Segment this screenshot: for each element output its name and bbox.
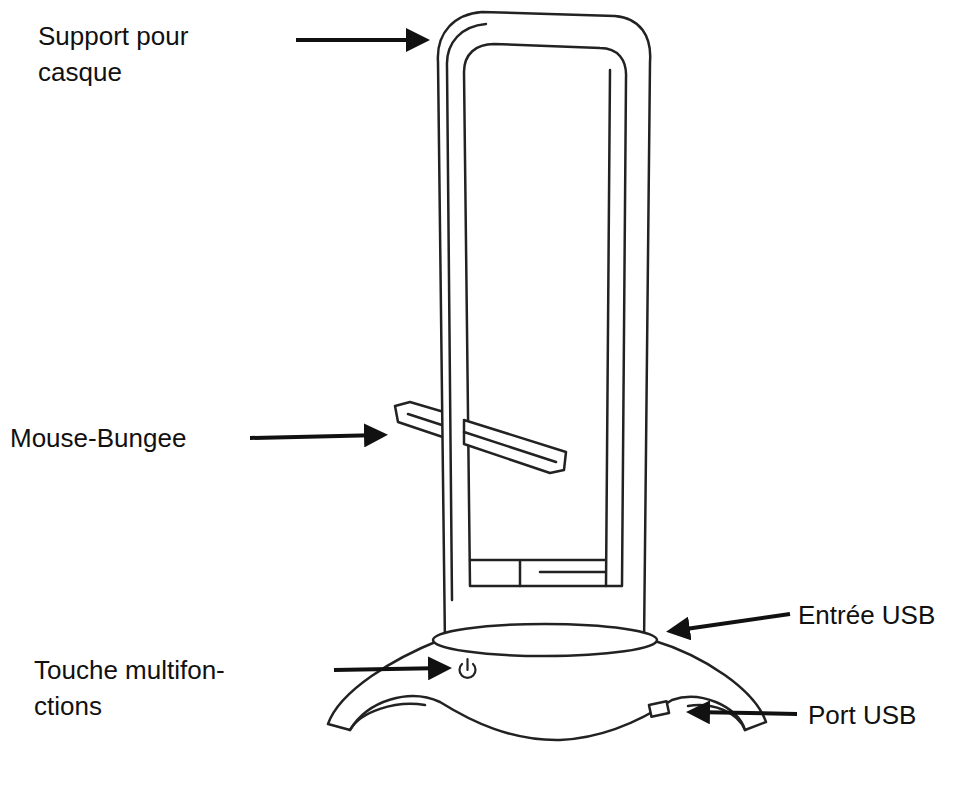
headphone-hanger	[438, 12, 650, 645]
base-foot-left	[350, 704, 425, 730]
usb-port	[649, 701, 669, 716]
part-label: Entrée USB	[798, 597, 935, 633]
opening-inner-wall	[470, 70, 610, 586]
mouse-bungee-groove-front	[464, 432, 556, 462]
leader-arrow	[692, 712, 797, 714]
part-label: Mouse-Bungee	[10, 420, 186, 456]
base-ring	[433, 624, 657, 656]
part-label: Port USB	[808, 697, 916, 733]
part-label: Support pour casque	[38, 18, 238, 90]
leader-arrow	[250, 435, 382, 438]
base-foot-right	[688, 705, 745, 730]
leader-arrow	[334, 668, 446, 670]
hanger-opening	[464, 44, 626, 586]
mouse-bungee-arm-front	[464, 420, 566, 473]
leader-arrow	[296, 38, 424, 42]
power-symbol	[460, 659, 476, 678]
part-label: Touche multifon- ctions	[34, 652, 264, 724]
leader-arrow	[672, 614, 790, 631]
